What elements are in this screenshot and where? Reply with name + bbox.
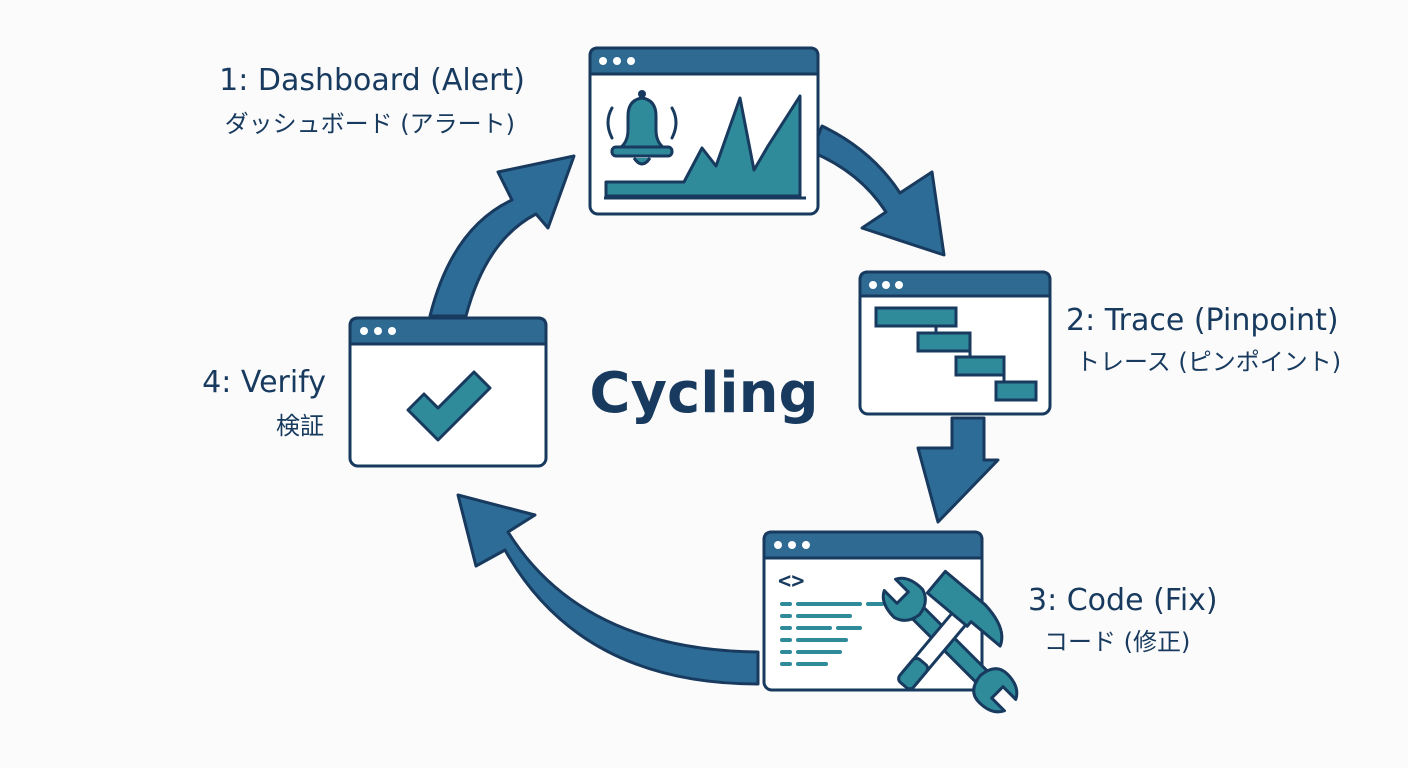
alert-area-chart: [604, 94, 802, 198]
verify-window: [348, 316, 548, 468]
step-subtitle: ダッシュボード (アラート): [225, 110, 515, 138]
code-tag-label: <>: [778, 569, 805, 594]
arrow-dashboard-to-trace: [810, 124, 946, 257]
arrow-code-to-verify: [456, 493, 760, 686]
step-title: 2: Trace (Pinpoint): [1066, 303, 1339, 338]
trace-window: [858, 270, 1052, 416]
dashboard-window: [588, 46, 820, 216]
step-label-code: 3: Code (Fix) コード (修正): [1028, 583, 1218, 656]
arrow-trace-to-code: [916, 416, 1000, 524]
gantt-chart-icon: [874, 306, 1038, 402]
step-label-verify: 4: Verify 検証: [202, 365, 326, 440]
step-subtitle: トレース (ピンポイント): [1076, 348, 1341, 376]
bell-icon: [606, 90, 678, 166]
step-label-dashboard: 1: Dashboard (Alert) ダッシュボード (アラート): [219, 63, 525, 138]
center-label: Cycling: [589, 361, 818, 426]
hammer-wrench-icon: [881, 569, 1019, 714]
step-label-trace: 2: Trace (Pinpoint) トレース (ピンポイント): [1066, 303, 1341, 376]
checkmark-icon: [406, 370, 492, 442]
code-lines: [780, 602, 884, 666]
step-title: 3: Code (Fix): [1028, 583, 1218, 618]
code-window: <>: [762, 530, 1019, 714]
step-subtitle: コード (修正): [1044, 628, 1190, 656]
step-title: 4: Verify: [202, 365, 326, 400]
step-title: 1: Dashboard (Alert): [219, 63, 525, 98]
cycle-arrows: [428, 124, 1000, 686]
step-subtitle: 検証: [276, 412, 324, 440]
arrow-verify-to-dashboard: [428, 154, 576, 318]
